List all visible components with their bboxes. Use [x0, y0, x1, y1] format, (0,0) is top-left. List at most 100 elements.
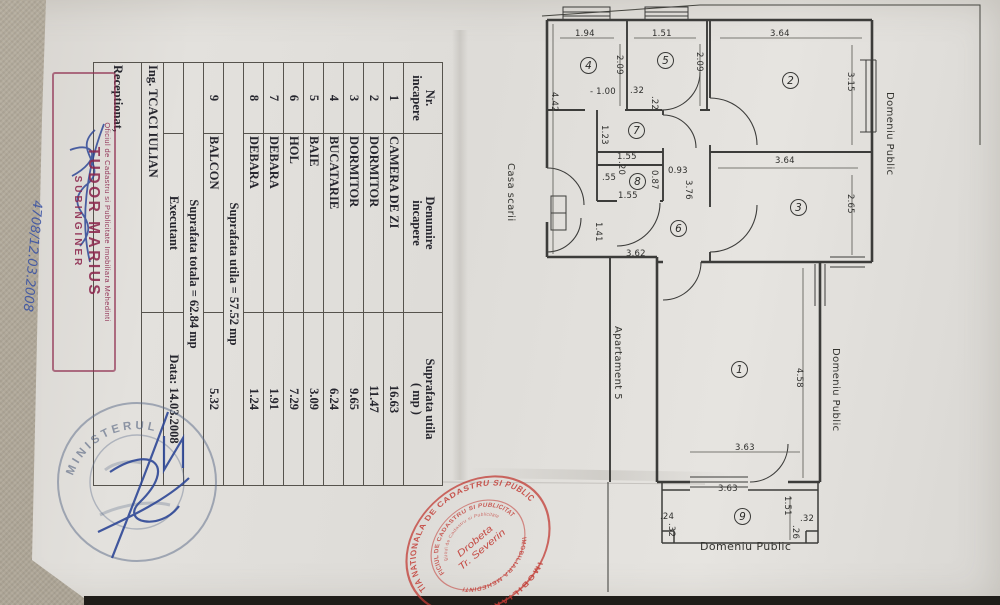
room-name-cell: DEBARA — [263, 133, 284, 313]
plan-label: Domeniu Public — [700, 540, 792, 553]
dimension-label: .32 — [666, 523, 676, 538]
room-number-badge: 5 — [657, 52, 674, 69]
room-name-cell: DORMITOR — [343, 133, 364, 313]
room-number-badge: 8 — [629, 173, 646, 190]
dimension-label: 3.63 — [718, 484, 738, 494]
room-number-badge: 4 — [580, 57, 597, 74]
stamp-office-line: Oficiul de Cadastru si Publicitate Imobi… — [103, 122, 112, 322]
dimension-label: 1.23 — [599, 125, 609, 145]
dimension-label: 1.41 — [593, 222, 603, 242]
room-name-cell: BAIE — [303, 133, 324, 313]
dimension-label: 2.09 — [614, 55, 624, 75]
stamp-person-title: SUBINGINER — [72, 175, 83, 269]
dimension-label: 2.65 — [845, 194, 855, 214]
dimension-label: 3.76 — [683, 180, 693, 200]
room-number-badge: 7 — [628, 122, 645, 139]
room-number-cell: 7 — [263, 62, 284, 134]
date-cell: Data: 14.03.2008 — [163, 312, 184, 486]
engineer-cell: Ing. TCACI IULIAN — [141, 62, 164, 313]
room-number-badge: 9 — [734, 508, 751, 525]
table-edge-shadow — [84, 596, 1000, 605]
dimension-label: 2.09 — [694, 52, 704, 72]
dimension-label: 0.87 — [649, 170, 659, 190]
dimension-label: 3.64 — [775, 156, 795, 166]
dimension-label: 1.94 — [575, 29, 595, 39]
total-cell: Suprafata totala = 62.84 mp — [183, 62, 204, 486]
room-name-cell: BUCATARIE — [323, 133, 344, 313]
room-number-badge: 2 — [782, 72, 799, 89]
room-name-cell: HOL — [283, 133, 304, 313]
dimension-label: .32 — [800, 514, 815, 524]
dimension-label: 1.51 — [782, 496, 792, 516]
dimension-label: .20 — [616, 161, 626, 176]
room-number-badge: 3 — [790, 199, 807, 216]
plan-label: Domeniu Public — [830, 348, 841, 432]
room-number-badge: 6 — [670, 220, 687, 237]
empty-cell — [163, 62, 184, 134]
room-number-cell: 5 — [303, 62, 324, 134]
room-number-cell: 2 — [363, 62, 384, 134]
header-nr: Nr.incapere — [403, 62, 443, 134]
room-area-cell: 5.32 — [203, 312, 224, 486]
room-number-cell: 3 — [343, 62, 364, 134]
dimension-label: .22 — [649, 96, 659, 111]
room-name-cell: BALCON — [203, 133, 224, 313]
dimension-label: 3.15 — [845, 72, 855, 92]
dimension-label: 3.63 — [735, 443, 755, 453]
room-number-cell: 8 — [243, 62, 264, 134]
room-area-cell: 1.24 — [243, 312, 264, 486]
subtotal-cell: Suprafata utila = 57.52 mp — [223, 62, 244, 486]
dimension-label: 4.58 — [794, 368, 804, 388]
table-row: Ing. TCACI IULIAN — [141, 62, 164, 486]
plan-label: Apartament 5 — [612, 326, 623, 400]
dimension-label: .24 — [660, 512, 675, 522]
dimension-label: 0.93 — [668, 166, 688, 176]
dimension-label: 3.64 — [770, 29, 790, 39]
room-number-cell: 1 — [383, 62, 404, 134]
dimension-label: 4.42 — [549, 92, 559, 112]
plan-label: Domeniu Public — [884, 92, 895, 176]
room-area-cell: 6.24 — [323, 312, 344, 486]
room-name-cell: DORMITOR — [363, 133, 384, 313]
header-suprafata: Suprafata utila( mp ) — [403, 312, 443, 486]
room-number-cell: 9 — [203, 62, 224, 134]
plan-label: Casa scarii — [505, 163, 516, 222]
room-area-cell: 11.47 — [363, 312, 384, 486]
room-name-cell: CAMERA DE ZI — [383, 133, 404, 313]
dimension-label: 1.55 — [618, 191, 638, 201]
room-area-cell: 7.29 — [283, 312, 304, 486]
room-area-cell: 9.65 — [343, 312, 364, 486]
dimension-label: - 1.00 — [590, 87, 616, 97]
table-row: Suprafata totala = 62.84 mp — [183, 62, 204, 486]
room-number-cell: 6 — [283, 62, 304, 134]
dimension-label: .26 — [790, 525, 800, 540]
dimension-label: .55 — [602, 173, 617, 183]
table-row: Suprafata utila = 57.52 mp — [223, 62, 244, 486]
stamp-person-name: TUDOR MARIUS — [85, 146, 102, 298]
office-rect-stamp: Oficiul de Cadastru si Publicitate Imobi… — [52, 72, 116, 372]
empty-cell — [141, 312, 164, 486]
dimension-label: 1.51 — [652, 29, 672, 39]
dimension-label: .32 — [630, 86, 645, 96]
room-area-cell: 3.09 — [303, 312, 324, 486]
room-area-cell: 16.63 — [383, 312, 404, 486]
dimension-label: 3.62 — [626, 249, 646, 259]
room-number-cell: 4 — [323, 62, 344, 134]
paper-crease — [452, 30, 468, 480]
executant-label-cell: Executant — [163, 133, 184, 313]
